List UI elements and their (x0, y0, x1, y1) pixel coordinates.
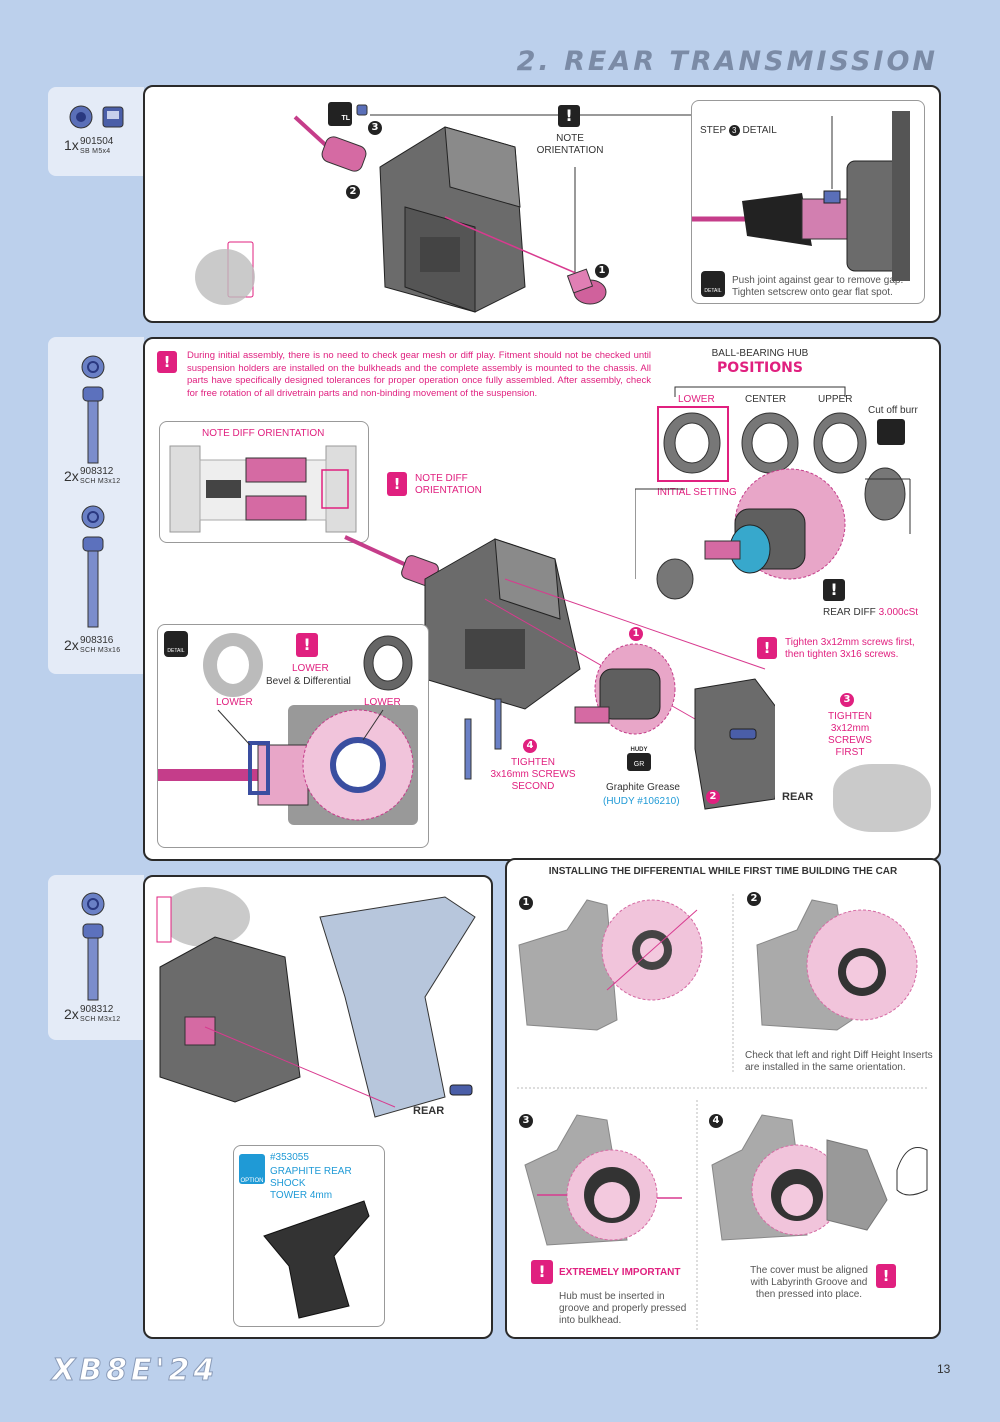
step3-illustration (156, 887, 476, 1118)
important-warning-icon: ! (531, 1260, 553, 1284)
lower-warning-icon: ! (296, 633, 318, 657)
note-diff-orientation-box: NOTE DIFF ORIENTATION (159, 421, 369, 543)
chassis-topview (169, 445, 357, 533)
hub-rings (663, 412, 867, 474)
hub-detail-illustration (158, 633, 418, 825)
gr-badge: GR (627, 753, 651, 771)
step2-panel: ! During initial assembly, there is no n… (143, 337, 941, 861)
part-908312-code: 908312 (80, 466, 114, 477)
detail-lower-title: LOWER (292, 663, 329, 674)
step2-assembly (344, 535, 775, 810)
rear-diff-label: REAR DIFF 3.000cSt (823, 607, 919, 618)
footer-logo: XB8E'24 (51, 1353, 219, 1389)
hub-upper: UPPER (818, 394, 853, 405)
install-step-3: 3 (519, 1114, 533, 1128)
step1-num-1: 1 (595, 264, 609, 278)
tool-icon: TL (328, 102, 352, 126)
part-set-screw-icon (68, 104, 128, 139)
step1-num-2: 2 (346, 185, 360, 199)
detail-badge-icon: DETAIL (701, 271, 725, 297)
detail-lower-right: LOWER (364, 697, 401, 708)
install-note-2: Check that left and right Diff Height In… (745, 1050, 933, 1073)
step2-num-3: 3 (840, 693, 854, 707)
tighten-3x12: TIGHTEN 3x12mm SCREWS FIRST (828, 711, 872, 758)
detail-lower-left: LOWER (216, 697, 253, 708)
part-908312-b-qty: 2x (64, 1006, 79, 1022)
note-diff-warning-icon: ! (387, 472, 407, 496)
cut-off-burr: Cut off burr (868, 405, 918, 416)
rear-diff-warning-icon: ! (823, 579, 845, 601)
grease-code: (HUDY #106210) (603, 796, 680, 807)
hudy-grease-icon: HUDY GR (627, 747, 651, 777)
cover-warning-icon: ! (876, 1264, 896, 1288)
option-code: #353055 (270, 1152, 309, 1163)
install-panel: INSTALLING THE DIFFERENTIAL WHILE FIRST … (505, 858, 941, 1339)
screw-icon-908312-b (81, 892, 109, 1007)
step3-panel: REAR OPTION #353055 GRAPHITE REAR SHOCK … (143, 875, 493, 1339)
option-name: GRAPHITE REAR SHOCK TOWER 4mm (270, 1166, 352, 1201)
install-step-4: 4 (709, 1114, 723, 1128)
screw-icon-908316 (81, 505, 109, 635)
hub-bracket (674, 386, 846, 397)
step1-num-3: 3 (368, 121, 382, 135)
part-908312-b-code: 908312 (80, 1004, 114, 1015)
install-title: INSTALLING THE DIFFERENTIAL WHILE FIRST … (548, 866, 898, 877)
hub-lower: LOWER (678, 394, 715, 405)
tighten-warning-icon: ! (757, 637, 777, 659)
note-diff-orientation: NOTE DIFF ORIENTATION (415, 473, 482, 496)
install-step-2: 2 (747, 892, 761, 906)
hub-lower-selected (657, 406, 729, 482)
hudy-label: HUDY (630, 747, 648, 753)
step2-num-4: 4 (523, 739, 537, 753)
hub-title: BALL-BEARING HUB (711, 348, 809, 359)
step3-rear-mark: REAR (413, 1105, 445, 1117)
initial-assembly-warning: During initial assembly, there is no nee… (187, 350, 651, 399)
detail-title: STEP 3 DETAIL (700, 125, 777, 136)
hub-positions: POSITIONS (717, 360, 803, 376)
graphite-grease: Graphite Grease (606, 782, 680, 793)
parts-tab-1 (48, 87, 144, 176)
detail-badge-step2: DETAIL (164, 631, 188, 657)
note-diff-box-title: NOTE DIFF ORIENTATION (202, 428, 325, 439)
diff-exploded (635, 467, 911, 600)
tighten-3x16: TIGHTEN 3x16mm SCREWS SECOND (490, 757, 576, 792)
warning-icon-step2: ! (157, 351, 177, 373)
initial-setting: INITIAL SETTING (657, 487, 737, 498)
step1-panel: TL 3 2 1 ! NOTE ORIENTATION STEP 3 DETAI… (143, 85, 941, 323)
warning-icon: ! (558, 105, 580, 127)
part-901504-code: 901504 SB M5x4 (80, 136, 114, 156)
part-908316-desc: SCH M3x16 (80, 647, 121, 654)
detail-illustration (692, 111, 910, 281)
part-901504: 1x (64, 137, 79, 153)
part-908312-qty: 2x (64, 468, 79, 484)
carbon-shock-tower (263, 1200, 370, 1319)
option-thumb-icon: OPTION (239, 1154, 265, 1184)
install-note-4: The cover must be aligned with Labyrinth… (750, 1265, 868, 1300)
hub-center: CENTER (745, 394, 787, 405)
screw-icon-908312 (81, 355, 109, 470)
texture-blob-step2 (833, 764, 931, 832)
install-step-1: 1 (519, 896, 533, 910)
part-908316-code: 908316 (80, 635, 114, 646)
page-number: 13 (937, 1362, 951, 1376)
step1-illustration (195, 104, 830, 313)
part-908316-qty: 2x (64, 637, 79, 653)
detail-text: Push joint against gear to remove gap. T… (732, 275, 904, 298)
install-note-3: Hub must be inserted in groove and prope… (559, 1291, 687, 1326)
part-908312-desc: SCH M3x12 (80, 478, 121, 485)
option-box: OPTION #353055 GRAPHITE REAR SHOCK TOWER… (233, 1145, 385, 1327)
part-908312-b-desc: SCH M3x12 (80, 1016, 121, 1023)
install-illustrations (517, 894, 928, 1330)
step2-num-2: 2 (706, 790, 720, 804)
hub-detail-box: DETAIL ! LOWER Bevel & Differential LOWE… (157, 624, 429, 848)
detail-lower-sub: Bevel & Differential (266, 676, 351, 687)
page-title: 2. REAR TRANSMISSION (516, 46, 938, 77)
note-orientation: NOTE ORIENTATION (536, 133, 604, 156)
knife-icon (877, 419, 905, 445)
step3-detail-box: STEP 3 DETAIL DETAIL Push joint against … (691, 100, 925, 304)
step2-num-1: 1 (629, 627, 643, 641)
rear-mark: REAR (782, 791, 814, 803)
tighten-note: Tighten 3x12mm screws first, then tighte… (785, 637, 915, 660)
extremely-important: EXTREMELY IMPORTANT (559, 1267, 681, 1278)
